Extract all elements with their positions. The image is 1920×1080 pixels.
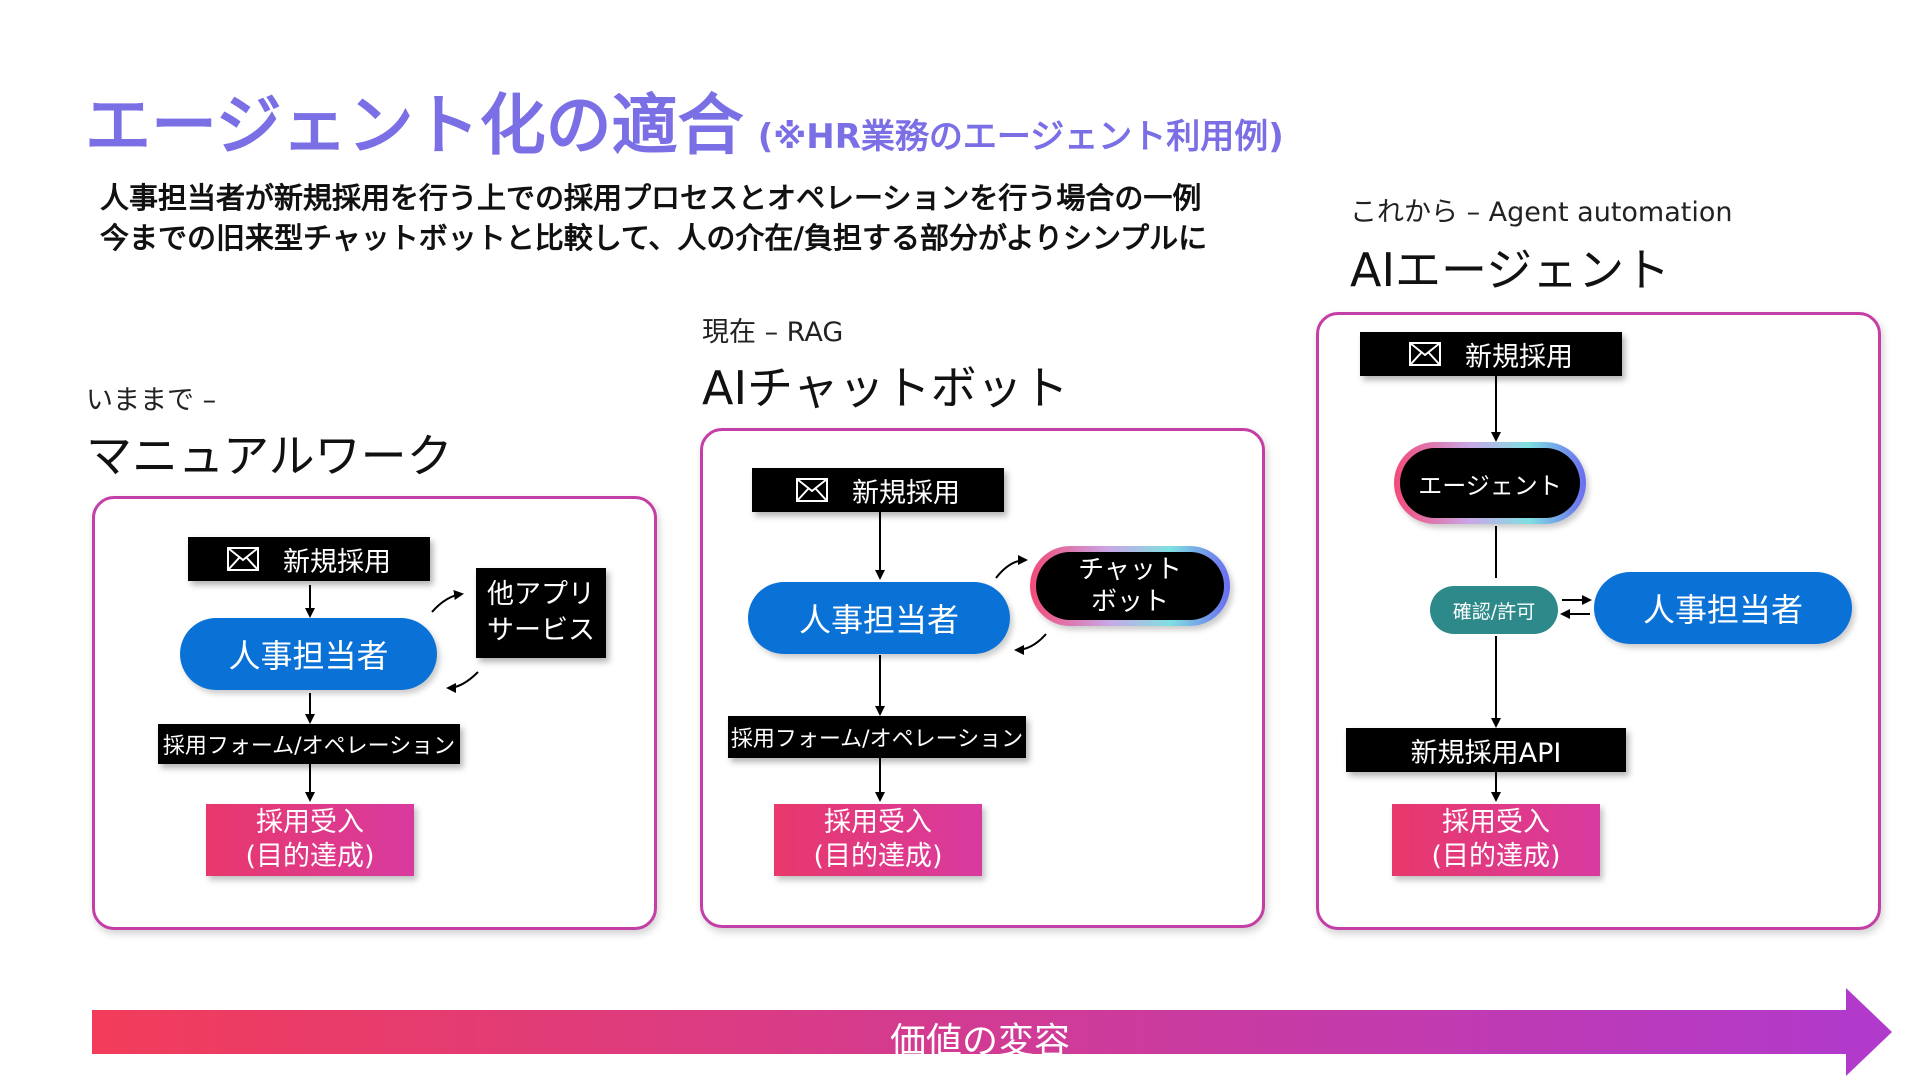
chatbot-mail-box: 新規採用 bbox=[752, 468, 1004, 512]
goal-line: (目的達成) bbox=[245, 841, 375, 872]
manual-goal-box: 採用受入 (目的達成) bbox=[206, 804, 414, 876]
agent-heading: AIエージェント bbox=[1350, 243, 1671, 297]
title-sub: (※HR業務のエージェント利用例) bbox=[757, 117, 1284, 157]
chatbot-line: チャット bbox=[1078, 555, 1182, 585]
mail-label: 新規採用 bbox=[852, 477, 960, 509]
chatbot-heading: AIチャットボット bbox=[702, 361, 1069, 415]
agent-goal-box: 採用受入 (目的達成) bbox=[1392, 804, 1600, 876]
manual-mail-box: 新規採用 bbox=[188, 537, 430, 581]
page-title: エージェント化の適合 (※HR業務のエージェント利用例) bbox=[85, 72, 1284, 168]
agent-api-box: 新規採用API bbox=[1346, 728, 1626, 772]
agent-mail-box: 新規採用 bbox=[1360, 332, 1622, 376]
agent-caption: これから – Agent automation bbox=[1350, 197, 1733, 228]
manual-caption: いままで – bbox=[86, 385, 217, 416]
envelope-icon bbox=[1409, 342, 1441, 366]
chatbot-goal-box: 採用受入 (目的達成) bbox=[774, 804, 982, 876]
other-apps-line: サービス bbox=[487, 615, 595, 646]
description-line: 今までの旧来型チャットボットと比較して、人の介在/負担する部分がよりシンプルに bbox=[100, 221, 1208, 255]
chatbot-form-box: 採用フォーム/オペレーション bbox=[728, 716, 1026, 758]
goal-line: 採用受入 bbox=[824, 807, 932, 838]
agent-node: エージェント bbox=[1394, 442, 1586, 524]
goal-line: (目的達成) bbox=[813, 841, 943, 872]
chatbot-caption: 現在 – RAG bbox=[702, 317, 844, 348]
description: 人事担当者が新規採用を行う上での採用プロセスとオペレーションを行う場合の一例 今… bbox=[100, 178, 1207, 258]
value-band-label: 価値の変容 bbox=[889, 1021, 1070, 1062]
envelope-icon bbox=[796, 478, 828, 502]
chatbot-line: ボット bbox=[1090, 587, 1169, 617]
other-apps-line: 他アプリ bbox=[487, 579, 595, 610]
description-line: 人事担当者が新規採用を行う上での採用プロセスとオペレーションを行う場合の一例 bbox=[100, 181, 1202, 215]
chatbot-node: チャット ボット bbox=[1030, 546, 1230, 626]
agent-label: エージェント bbox=[1418, 471, 1562, 500]
chatbot-person-pill: 人事担当者 bbox=[748, 582, 1010, 654]
agent-person-pill: 人事担当者 bbox=[1594, 572, 1852, 644]
envelope-icon bbox=[227, 547, 259, 571]
manual-form-box: 採用フォーム/オペレーション bbox=[158, 724, 460, 764]
goal-line: 採用受入 bbox=[1442, 807, 1550, 838]
goal-line: 採用受入 bbox=[256, 807, 364, 838]
title-main: エージェント化の適合 bbox=[85, 87, 744, 164]
mail-label: 新規採用 bbox=[1465, 341, 1573, 373]
manual-heading: マニュアルワーク bbox=[86, 429, 453, 483]
manual-person-pill: 人事担当者 bbox=[180, 618, 437, 690]
goal-line: (目的達成) bbox=[1431, 841, 1561, 872]
mail-label: 新規採用 bbox=[283, 546, 391, 578]
other-apps-box: 他アプリ サービス bbox=[476, 568, 606, 658]
confirm-badge: 確認/許可 bbox=[1430, 586, 1558, 634]
